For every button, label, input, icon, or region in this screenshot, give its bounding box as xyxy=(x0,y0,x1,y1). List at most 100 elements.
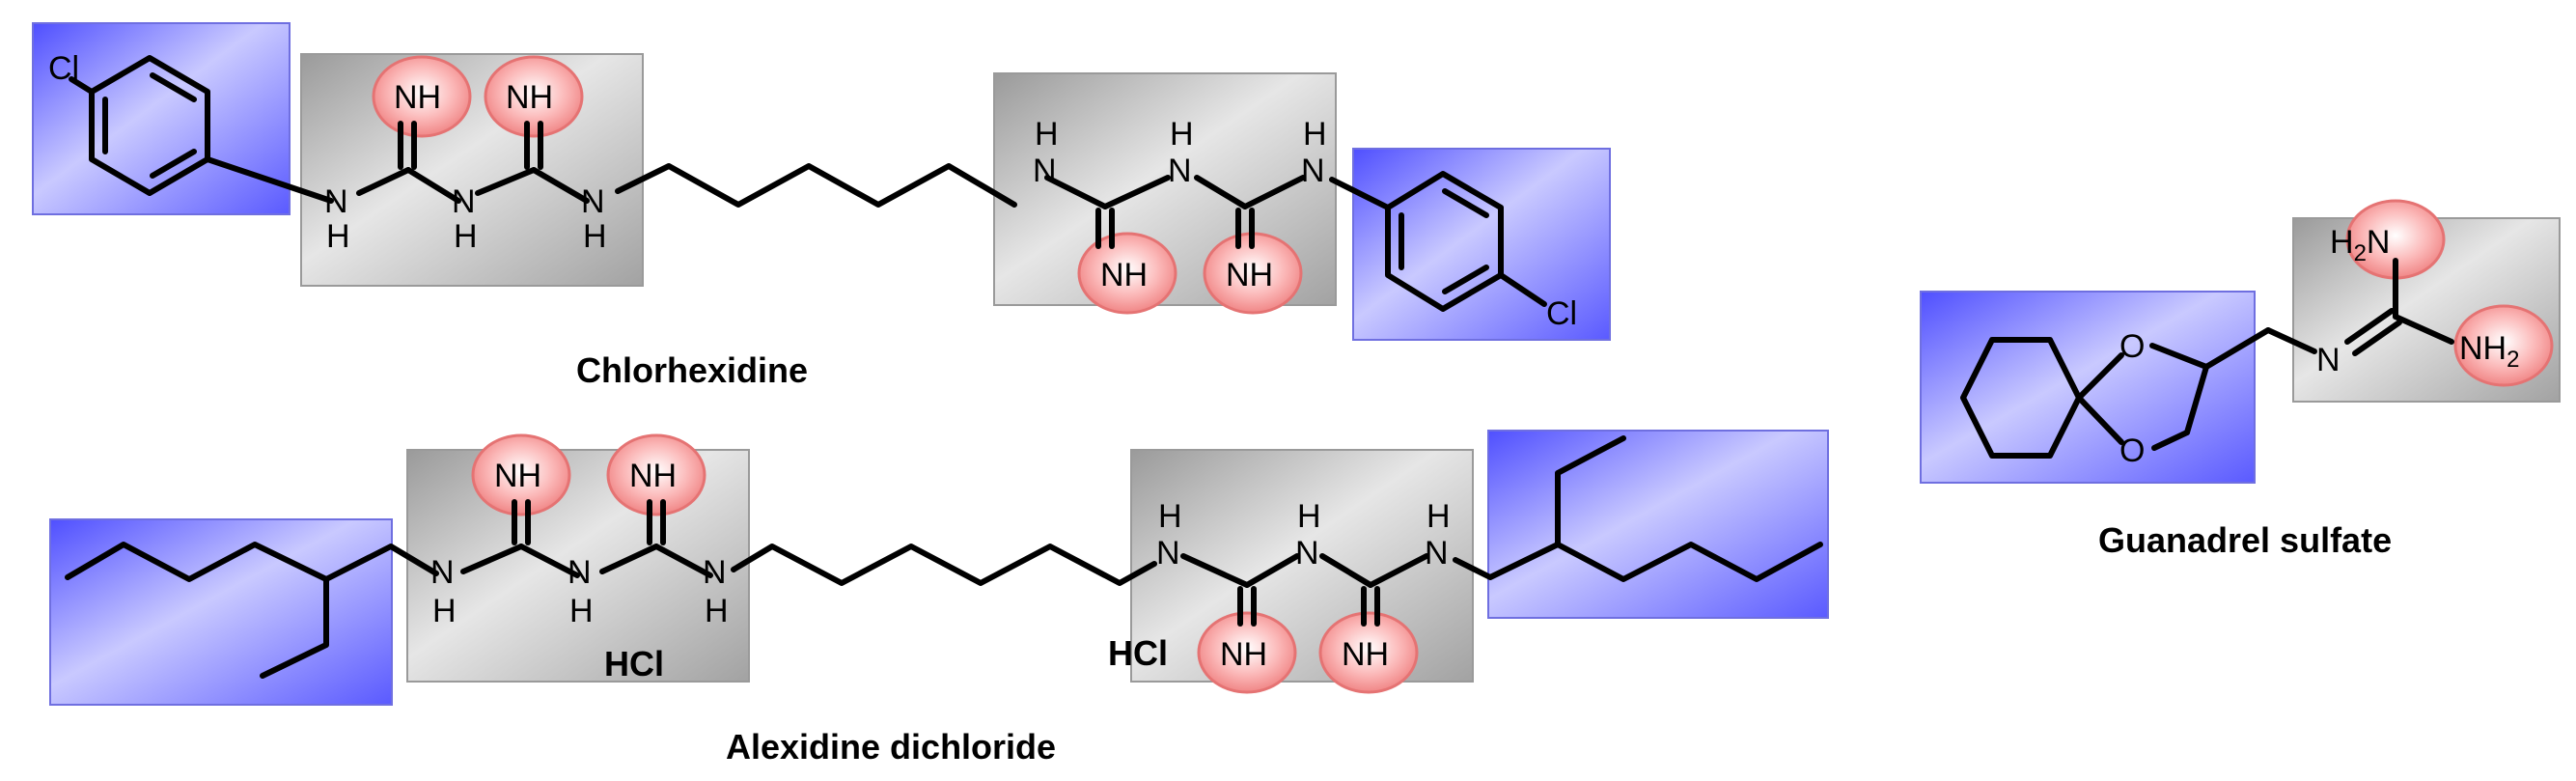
amine-n-label: N xyxy=(1168,153,1192,189)
hcl-label: HCl xyxy=(1108,633,1168,673)
guanadrel-structure: O O N H2N NH2 Guanadrel sulfate xyxy=(1920,199,2561,560)
bond xyxy=(1368,553,1429,588)
amine-h-label: H xyxy=(569,593,594,629)
ethyl-branch xyxy=(260,576,329,679)
bond xyxy=(1244,553,1300,588)
amine-h-label: H xyxy=(705,593,729,629)
amine-h-label: H xyxy=(1170,116,1194,153)
bond xyxy=(1194,175,1248,209)
amine-n-label: N xyxy=(1033,153,1057,189)
bond xyxy=(1498,272,1547,307)
amine-h-label: H xyxy=(326,218,350,255)
bond xyxy=(475,167,537,196)
bond xyxy=(2393,314,2454,345)
bond xyxy=(2149,343,2209,370)
bond xyxy=(653,544,713,578)
guanadrel-caption: Guanadrel sulfate xyxy=(2098,520,2392,560)
bond xyxy=(2076,395,2124,445)
imine-nh-label: NH xyxy=(1226,257,1273,293)
hydrophobic-box xyxy=(49,518,393,706)
cyclohexane-ring xyxy=(1960,337,2082,459)
amine-n-label: N xyxy=(703,554,727,591)
cationic-box xyxy=(300,53,644,287)
alkyl-chain xyxy=(1453,542,1823,582)
bond xyxy=(2265,327,2317,354)
ring-double-bonds xyxy=(1399,188,1489,294)
bond xyxy=(531,167,590,204)
amine-h-label: H xyxy=(1158,498,1182,535)
bond xyxy=(2184,364,2209,435)
bond xyxy=(2203,327,2271,370)
hcl-label: HCl xyxy=(604,644,664,683)
amine-n-label: N xyxy=(452,183,476,220)
nh-highlight xyxy=(471,433,571,516)
nh-highlight xyxy=(1077,232,1177,315)
double-bond xyxy=(2352,320,2402,356)
chlorhexidine-structure: Cl N H N H N H NH NH H N H N H N NH NH C… xyxy=(32,22,1611,390)
alkyl-chain xyxy=(731,544,1157,586)
chlorhexidine-caption: Chlorhexidine xyxy=(576,350,808,390)
amine-h-label: H xyxy=(1297,498,1321,535)
ring-double-bonds xyxy=(102,72,197,179)
hydrophobic-box xyxy=(1352,148,1611,341)
amine-n-label: N xyxy=(324,183,348,220)
imine-nh-label: NH xyxy=(494,458,541,494)
nh-highlight xyxy=(484,55,584,138)
bond xyxy=(1102,175,1171,209)
chlorine-label: Cl xyxy=(48,50,79,87)
bond xyxy=(1329,177,1391,210)
imine-nh-label: NH xyxy=(506,79,553,116)
alexidine-caption: Alexidine dichloride xyxy=(726,727,1056,767)
imine-nh-label: NH xyxy=(1342,636,1389,673)
imine-nh-label: NH xyxy=(1220,636,1267,673)
amine-h-label: H xyxy=(583,218,607,255)
bond xyxy=(69,76,95,95)
nh-highlight xyxy=(1197,611,1297,694)
hydrophobic-box xyxy=(32,22,291,215)
bond xyxy=(599,544,659,574)
nh-highlight xyxy=(2453,304,2554,387)
amine-n-label: N xyxy=(568,554,592,591)
amine-n-label: N xyxy=(430,554,455,591)
bond xyxy=(460,544,524,574)
bond xyxy=(205,156,334,204)
imine-nh-label: NH xyxy=(629,458,677,494)
amine-n-label: N xyxy=(1425,535,1449,572)
alkyl-chain xyxy=(65,542,439,582)
bond xyxy=(518,544,580,578)
amine-h-label: H xyxy=(1426,498,1451,535)
bond xyxy=(1044,175,1108,209)
alkyl-chain xyxy=(615,163,1017,208)
alexidine-structure: N H N H N H NH NH HCl H N H N H N NH NH … xyxy=(49,430,1829,767)
bond xyxy=(356,167,411,196)
imine-nh-label: NH xyxy=(394,79,441,116)
oxygen-label: O xyxy=(2119,432,2145,469)
nh-highlight xyxy=(1318,611,1419,694)
nh-highlight xyxy=(606,433,706,516)
amine-h-label: H xyxy=(432,593,457,629)
nh-highlight xyxy=(372,55,472,138)
ethyl-branch xyxy=(1555,435,1626,547)
bond xyxy=(2076,352,2124,401)
chlorine-label: Cl xyxy=(1546,295,1577,332)
amine-h-label: H xyxy=(1035,116,1059,153)
bond xyxy=(2151,430,2190,451)
bond xyxy=(1319,553,1373,588)
bond xyxy=(1180,553,1250,588)
hydrophobic-box xyxy=(1487,430,1829,619)
imine-nh-label: NH xyxy=(1100,257,1148,293)
amine-n-label: N xyxy=(581,183,605,220)
amine-n-label: N xyxy=(1295,535,1319,572)
amine-h-label: H xyxy=(1303,116,1327,153)
amine-h-label: H xyxy=(454,218,478,255)
amine-n-label: N xyxy=(1301,153,1325,189)
imine-n-label: N xyxy=(2316,342,2341,378)
nh2-label: NH2 xyxy=(2459,330,2519,373)
h2n-label: H2N xyxy=(2330,224,2390,266)
oxygen-label: O xyxy=(2119,328,2145,365)
bond xyxy=(405,167,461,204)
double-bond xyxy=(2344,308,2395,345)
amine-n-label: N xyxy=(1156,535,1180,572)
bond xyxy=(1242,175,1306,209)
